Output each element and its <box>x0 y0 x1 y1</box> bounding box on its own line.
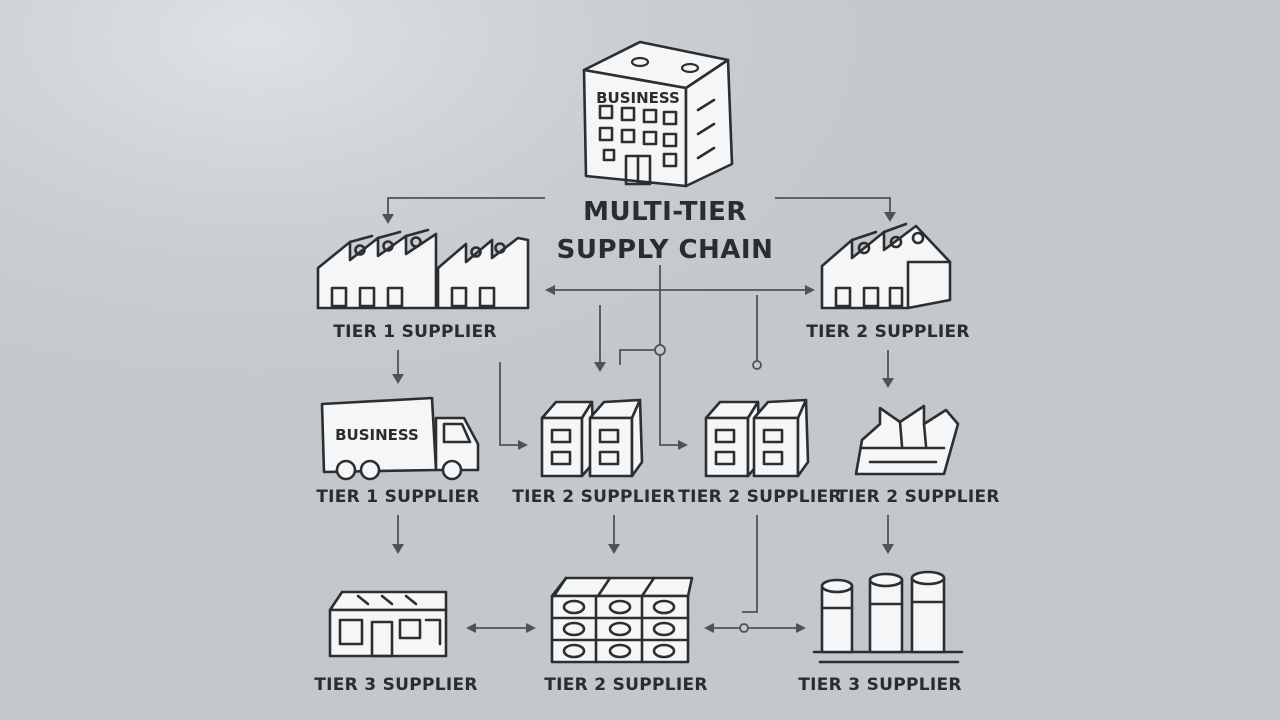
store-icon <box>328 590 448 658</box>
tier2-supplier-label: TIER 2 SUPPLIER <box>512 487 676 507</box>
tier1-supplier-label: TIER 1 SUPPLIER <box>333 322 497 342</box>
junction-node <box>739 623 749 633</box>
tier2-supplier-label: TIER 2 SUPPLIER <box>544 675 708 695</box>
arrowhead <box>518 440 528 450</box>
junction-node <box>654 344 666 356</box>
arrowhead <box>392 544 404 554</box>
warehouse-icon <box>540 398 644 478</box>
connector-business-tier1 <box>387 197 545 218</box>
arrowhead <box>392 374 404 384</box>
arrowhead <box>382 214 394 224</box>
connector-tier1-tier2a <box>499 362 520 446</box>
arrowhead <box>526 623 536 633</box>
office-building-icon: BUSINESS <box>582 40 734 188</box>
silo-icon <box>812 570 964 664</box>
factory-icon <box>854 404 960 476</box>
arrowhead <box>805 285 815 295</box>
diagram-title-line1: MULTI-TIER <box>583 197 747 227</box>
shelving-icon <box>550 576 694 664</box>
factory-icon <box>820 222 952 310</box>
tier1-supplier-label: TIER 1 SUPPLIER <box>316 487 480 507</box>
tier2-supplier-label: TIER 2 SUPPLIER <box>806 322 970 342</box>
arrowhead <box>594 362 606 372</box>
arrowhead <box>884 212 896 222</box>
connector-branch <box>619 349 655 365</box>
tier3-supplier-label: TIER 3 SUPPLIER <box>314 675 478 695</box>
truck-sign: BUSINESS <box>335 426 419 444</box>
arrowhead <box>678 440 688 450</box>
arrowhead <box>704 623 714 633</box>
truck-icon: BUSINESS <box>320 396 480 481</box>
arrowhead <box>466 623 476 633</box>
arrowhead <box>882 544 894 554</box>
tier2-supplier-label: TIER 2 SUPPLIER <box>678 487 842 507</box>
factory-icon <box>316 228 530 310</box>
business-sign: BUSINESS <box>596 89 680 107</box>
connectors <box>382 197 896 633</box>
arrowhead <box>882 378 894 388</box>
arrowhead <box>796 623 806 633</box>
tier3-supplier-label: TIER 3 SUPPLIER <box>798 675 962 695</box>
connector-tier2b-bottom <box>742 515 758 613</box>
warehouse-icon <box>704 398 810 478</box>
connector-business-tier2 <box>775 197 891 216</box>
arrowhead <box>545 285 555 295</box>
arrowhead <box>608 544 620 554</box>
connector-center-trunk <box>659 265 682 446</box>
diagram-title-line2: SUPPLY CHAIN <box>557 235 774 265</box>
tier2-supplier-label: TIER 2 SUPPLIER <box>836 487 1000 507</box>
junction-node <box>752 360 762 370</box>
